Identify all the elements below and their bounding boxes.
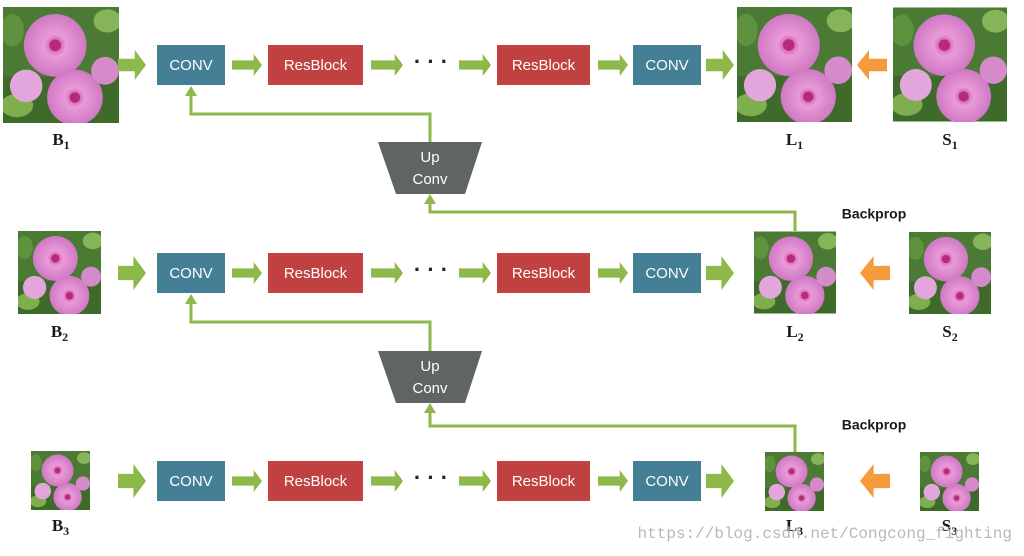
target-label-1: S1 (942, 130, 957, 152)
resblock-2-1 (268, 253, 363, 293)
conv-label-3-0: CONV (169, 473, 212, 490)
upconv-block-1 (378, 142, 482, 194)
feedback-line-l2 (428, 204, 797, 231)
upconv-head-2 (185, 294, 197, 304)
input-label-2: B2 (51, 322, 68, 344)
conv-block-3-4 (633, 461, 701, 501)
output-image-1 (737, 7, 852, 122)
ellipsis-1: · · · (414, 49, 448, 74)
resblock-3-1 (268, 461, 363, 501)
upconv-label-bottom-1: Conv (412, 171, 448, 188)
arrow-b-3 (371, 470, 403, 492)
output-image-2 (754, 231, 836, 314)
arrow-output-2 (706, 256, 734, 290)
resblock-3-3 (497, 461, 590, 501)
resblock-label-3-1: ResBlock (284, 473, 348, 490)
conv-label-2-0: CONV (169, 265, 212, 282)
arrow-b-2 (371, 262, 403, 284)
arrow-b-1 (371, 54, 403, 76)
input-image-1 (3, 7, 119, 123)
resblock-label-1-3: ResBlock (512, 57, 576, 74)
arrow-d-3 (598, 470, 628, 492)
ellipsis-2: · · · (414, 257, 448, 282)
resblock-1-1 (268, 45, 363, 85)
target-image-3 (920, 452, 979, 511)
arrow-d-1 (598, 54, 628, 76)
conv-label-3-4: CONV (645, 473, 688, 490)
upconv-label-top-2: Up (420, 358, 439, 375)
output-label-3: L3 (786, 516, 803, 538)
arrow-a-1 (232, 54, 262, 76)
watermark-text: https://blog.csdn.net/Congcong_fighting (638, 525, 1012, 543)
resblock-label-2-3: ResBlock (512, 265, 576, 282)
arrow-d-2 (598, 262, 628, 284)
feedback-line-l3 (428, 413, 797, 452)
conv-block-2-0 (157, 253, 225, 293)
conv-label-2-4: CONV (645, 265, 688, 282)
arrow-target-3 (860, 464, 890, 498)
target-label-3: S3 (942, 516, 957, 538)
arrow-c-3 (459, 470, 491, 492)
arrow-output-1 (706, 50, 734, 80)
target-image-2 (909, 232, 991, 314)
conv-label-1-4: CONV (645, 57, 688, 74)
arrow-c-1 (459, 54, 491, 76)
arrow-target-1 (857, 50, 887, 80)
backprop-label-1: Backprop (842, 206, 907, 222)
arrow-c-2 (459, 262, 491, 284)
arrow-input-1 (118, 50, 146, 80)
resblock-label-2-1: ResBlock (284, 265, 348, 282)
upconv-block-2 (378, 351, 482, 403)
input-label-3: B3 (52, 516, 69, 538)
upconv-label-bottom-2: Conv (412, 380, 448, 397)
input-label-1: B1 (52, 130, 69, 152)
target-image-1 (893, 7, 1007, 122)
conv-block-1-4 (633, 45, 701, 85)
upconv-line-2 (189, 304, 432, 351)
conv-block-3-0 (157, 461, 225, 501)
arrow-output-3 (706, 464, 734, 498)
input-image-2 (18, 231, 101, 314)
conv-block-1-0 (157, 45, 225, 85)
resblock-1-3 (497, 45, 590, 85)
input-image-3 (31, 451, 90, 510)
output-label-2: L2 (786, 322, 803, 344)
conv-label-1-0: CONV (169, 57, 212, 74)
backprop-label-2: Backprop (842, 417, 907, 433)
arrow-a-3 (232, 470, 262, 492)
output-image-3 (765, 452, 824, 511)
output-label-1: L1 (786, 130, 803, 152)
resblock-label-1-1: ResBlock (284, 57, 348, 74)
arrow-input-3 (118, 464, 146, 498)
arrow-input-2 (118, 256, 146, 290)
resblock-label-3-3: ResBlock (512, 473, 576, 490)
target-label-2: S2 (942, 322, 957, 344)
arrow-a-2 (232, 262, 262, 284)
conv-block-2-4 (633, 253, 701, 293)
upconv-label-top-1: Up (420, 149, 439, 166)
ellipsis-3: · · · (414, 465, 448, 490)
upconv-head-1 (185, 86, 197, 96)
upconv-line-1 (189, 96, 432, 142)
feedback-head-l2 (424, 194, 436, 204)
resblock-2-3 (497, 253, 590, 293)
arrow-target-2 (860, 256, 890, 290)
feedback-head-l3 (424, 403, 436, 413)
